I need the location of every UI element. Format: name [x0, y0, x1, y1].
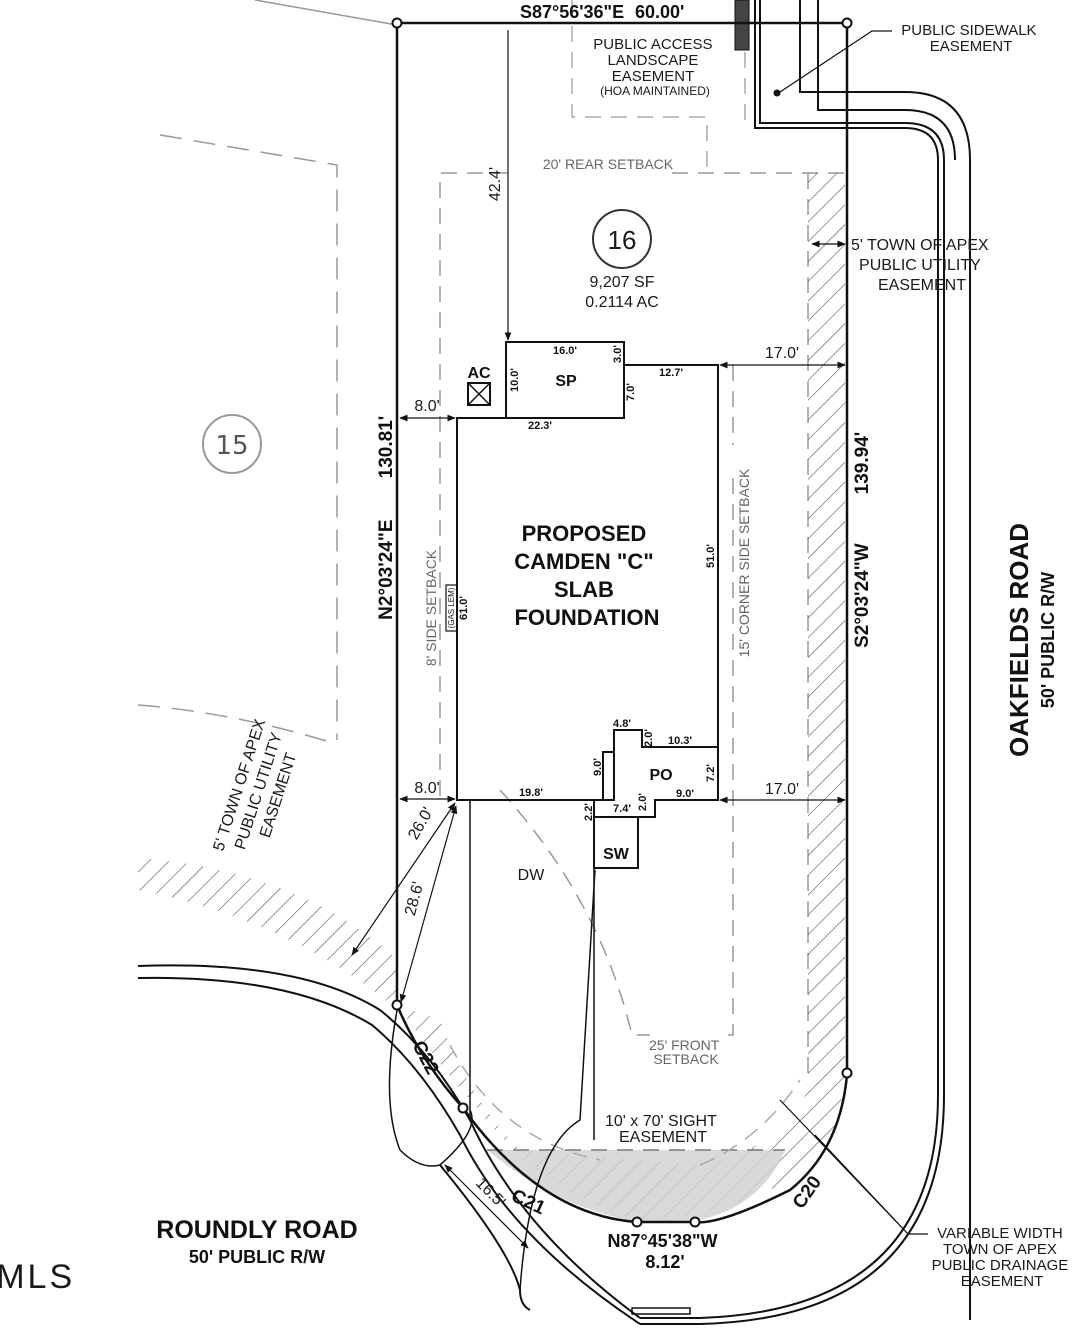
- lot-area-ac: 0.2114 AC: [585, 294, 659, 311]
- public-access-easement-outline: [571, 0, 746, 172]
- dim-po-depth: 9.0': [592, 758, 604, 776]
- curve-label-c20: C20: [789, 1172, 826, 1213]
- dim-front-jog-a: 4.8': [613, 718, 631, 730]
- dim-sw-a: 2.2': [583, 803, 595, 821]
- dim-corner-b: 28.6': [402, 880, 427, 917]
- watermark: TIMLS: [0, 1258, 75, 1296]
- south-boundary-label: N87°45'38"W 8.12': [607, 1231, 722, 1272]
- front-setback-label: 25' FRONT SETBACK: [649, 1037, 723, 1067]
- lot-16-number-circle: [592, 209, 652, 269]
- side-setback-label: 8' SIDE SETBACK: [423, 549, 439, 666]
- sidewalk-easement-pointer-dot: [773, 89, 781, 97]
- dim-rear-left: 22.3': [528, 420, 552, 432]
- dim-front-right: 9.0': [676, 788, 694, 800]
- sw-label: SW: [603, 846, 630, 863]
- dim-front-left: 19.8': [519, 787, 543, 799]
- driveway-outline: [469, 800, 595, 1140]
- dim-rear-right: 12.7': [659, 367, 683, 379]
- dim-sp-depth: 10.0': [509, 368, 521, 392]
- dim-sp-width: 16.0': [553, 345, 577, 357]
- sight-triangle-dashed: [699, 1079, 801, 1166]
- po-label: PO: [649, 767, 672, 784]
- dim-side-top: 8.0': [414, 398, 439, 415]
- dim-front-jog-c: 10.3': [668, 735, 692, 747]
- rear-setback-label: 20' REAR SETBACK: [543, 156, 674, 172]
- gas-meter-label: (GAS LEM): [447, 587, 456, 628]
- public-sidewalk-easement-label: PUBLIC SIDEWALK EASEMENT: [901, 22, 1041, 55]
- house-title: PROPOSED CAMDEN "C" SLAB FOUNDATION: [514, 521, 660, 630]
- sidewalk-junction: [519, 869, 596, 1291]
- dim-left-depth: 61.0': [458, 596, 470, 620]
- dim-sp-jog: 7.0': [625, 383, 637, 401]
- ac-label: AC: [467, 365, 491, 382]
- lot-15-number: 15: [215, 431, 248, 461]
- dim-sp-step: 3.0': [612, 345, 624, 363]
- west-utility-easement-hatch: [138, 858, 398, 1010]
- dim-east-bottom: 17.0': [765, 781, 799, 798]
- ac-unit-box: [467, 382, 491, 406]
- oakfields-road-name: OAKFIELDS ROAD: [1004, 523, 1034, 757]
- dimension-lines: [351, 30, 846, 1249]
- dim-side-bottom: 8.0': [414, 780, 439, 797]
- dim-east-top: 17.0': [765, 345, 799, 362]
- drainage-easement-leaders: [779, 1099, 928, 1235]
- north-boundary-label: S87°56'36"E 60.00': [520, 2, 684, 22]
- sidewalk-pad: [593, 816, 639, 869]
- lot-15-number-circle: [202, 414, 262, 474]
- roundly-road-row: 50' PUBLIC R/W: [189, 1247, 325, 1267]
- roundly-road-curb: [137, 964, 641, 1325]
- screened-porch: [505, 341, 625, 419]
- dim-sw-c: 2.0': [637, 793, 649, 811]
- east-utility-easement-hatch: [808, 173, 845, 1090]
- roundly-road-name: ROUNDLY ROAD: [156, 1216, 357, 1244]
- west-utility-easement-label: 5' TOWN OF APEX PUBLIC UTILITY EASEMENT: [211, 713, 309, 866]
- gas-meter-box: [445, 584, 458, 632]
- lot-15-outline: [137, 134, 338, 743]
- ac-unit-cross: [467, 382, 491, 406]
- west-boundary-label: N2°03'24"E 130.81': [376, 416, 397, 620]
- dim-right-depth: 51.0': [705, 544, 717, 568]
- east-boundary-label: S2°03'24"W 139.94': [852, 432, 873, 648]
- dw-label: DW: [518, 867, 546, 884]
- dim-po-side: 7.2': [705, 764, 717, 782]
- oakfields-road-row: 50' PUBLIC R/W: [1038, 572, 1058, 708]
- boundary-monuments: [391, 17, 853, 1228]
- dim-rear-offset: 42.4': [487, 167, 504, 201]
- drainage-easement-label: VARIABLE WIDTH TOWN OF APEX PUBLIC DRAIN…: [932, 1225, 1073, 1290]
- lot-16-number: 16: [608, 225, 637, 255]
- east-utility-easement-label: 5' TOWN OF APEX PUBLIC UTILITY EASEMENT: [851, 237, 993, 294]
- dim-front-jog-b: 2.0': [643, 729, 655, 747]
- lot-15-boundary-line: [254, 0, 398, 26]
- roundly-road-edge: [388, 1004, 473, 1167]
- corner-side-setback-label: 15' CORNER SIDE SETBACK: [736, 468, 752, 657]
- sidewalk-easement-leader: [779, 30, 892, 93]
- sight-easement-fill: [487, 1150, 785, 1222]
- crosswalk-bars: [734, 0, 750, 51]
- sight-easement-label: 10' x 70' SIGHT EASEMENT: [605, 1113, 721, 1146]
- lot-area-sf: 9,207 SF: [590, 274, 655, 291]
- south-walk-bars: [631, 1307, 691, 1315]
- dim-sw-b: 7.4': [613, 803, 631, 815]
- oakfields-road-curb: [640, 0, 971, 1325]
- sp-label: SP: [555, 373, 577, 390]
- public-access-easement-label: PUBLIC ACCESS LANDSCAPE EASEMENT (HOA MA…: [593, 36, 716, 98]
- drainage-easement-edge: [449, 1044, 601, 1161]
